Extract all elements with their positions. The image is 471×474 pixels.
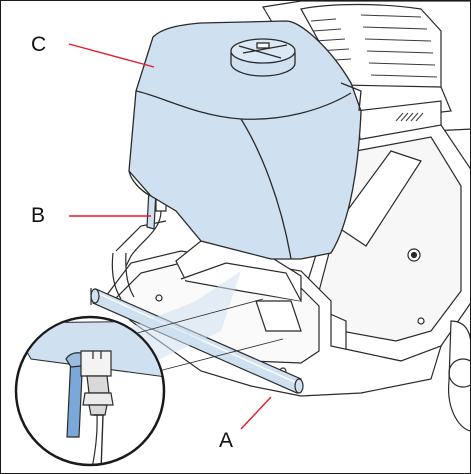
ball-valve-icon <box>65 350 114 464</box>
leader-lines <box>68 43 272 430</box>
engine-body <box>262 1 470 147</box>
callout-label-c: C <box>31 33 46 56</box>
magnified-detail-icon <box>14 271 284 467</box>
base-plate <box>105 220 442 397</box>
leader-line-c <box>68 43 155 68</box>
water-tank-icon <box>128 20 362 260</box>
callout-label-b: B <box>31 204 45 227</box>
callout-label-a: A <box>219 429 233 452</box>
leader-line-a <box>240 396 272 430</box>
